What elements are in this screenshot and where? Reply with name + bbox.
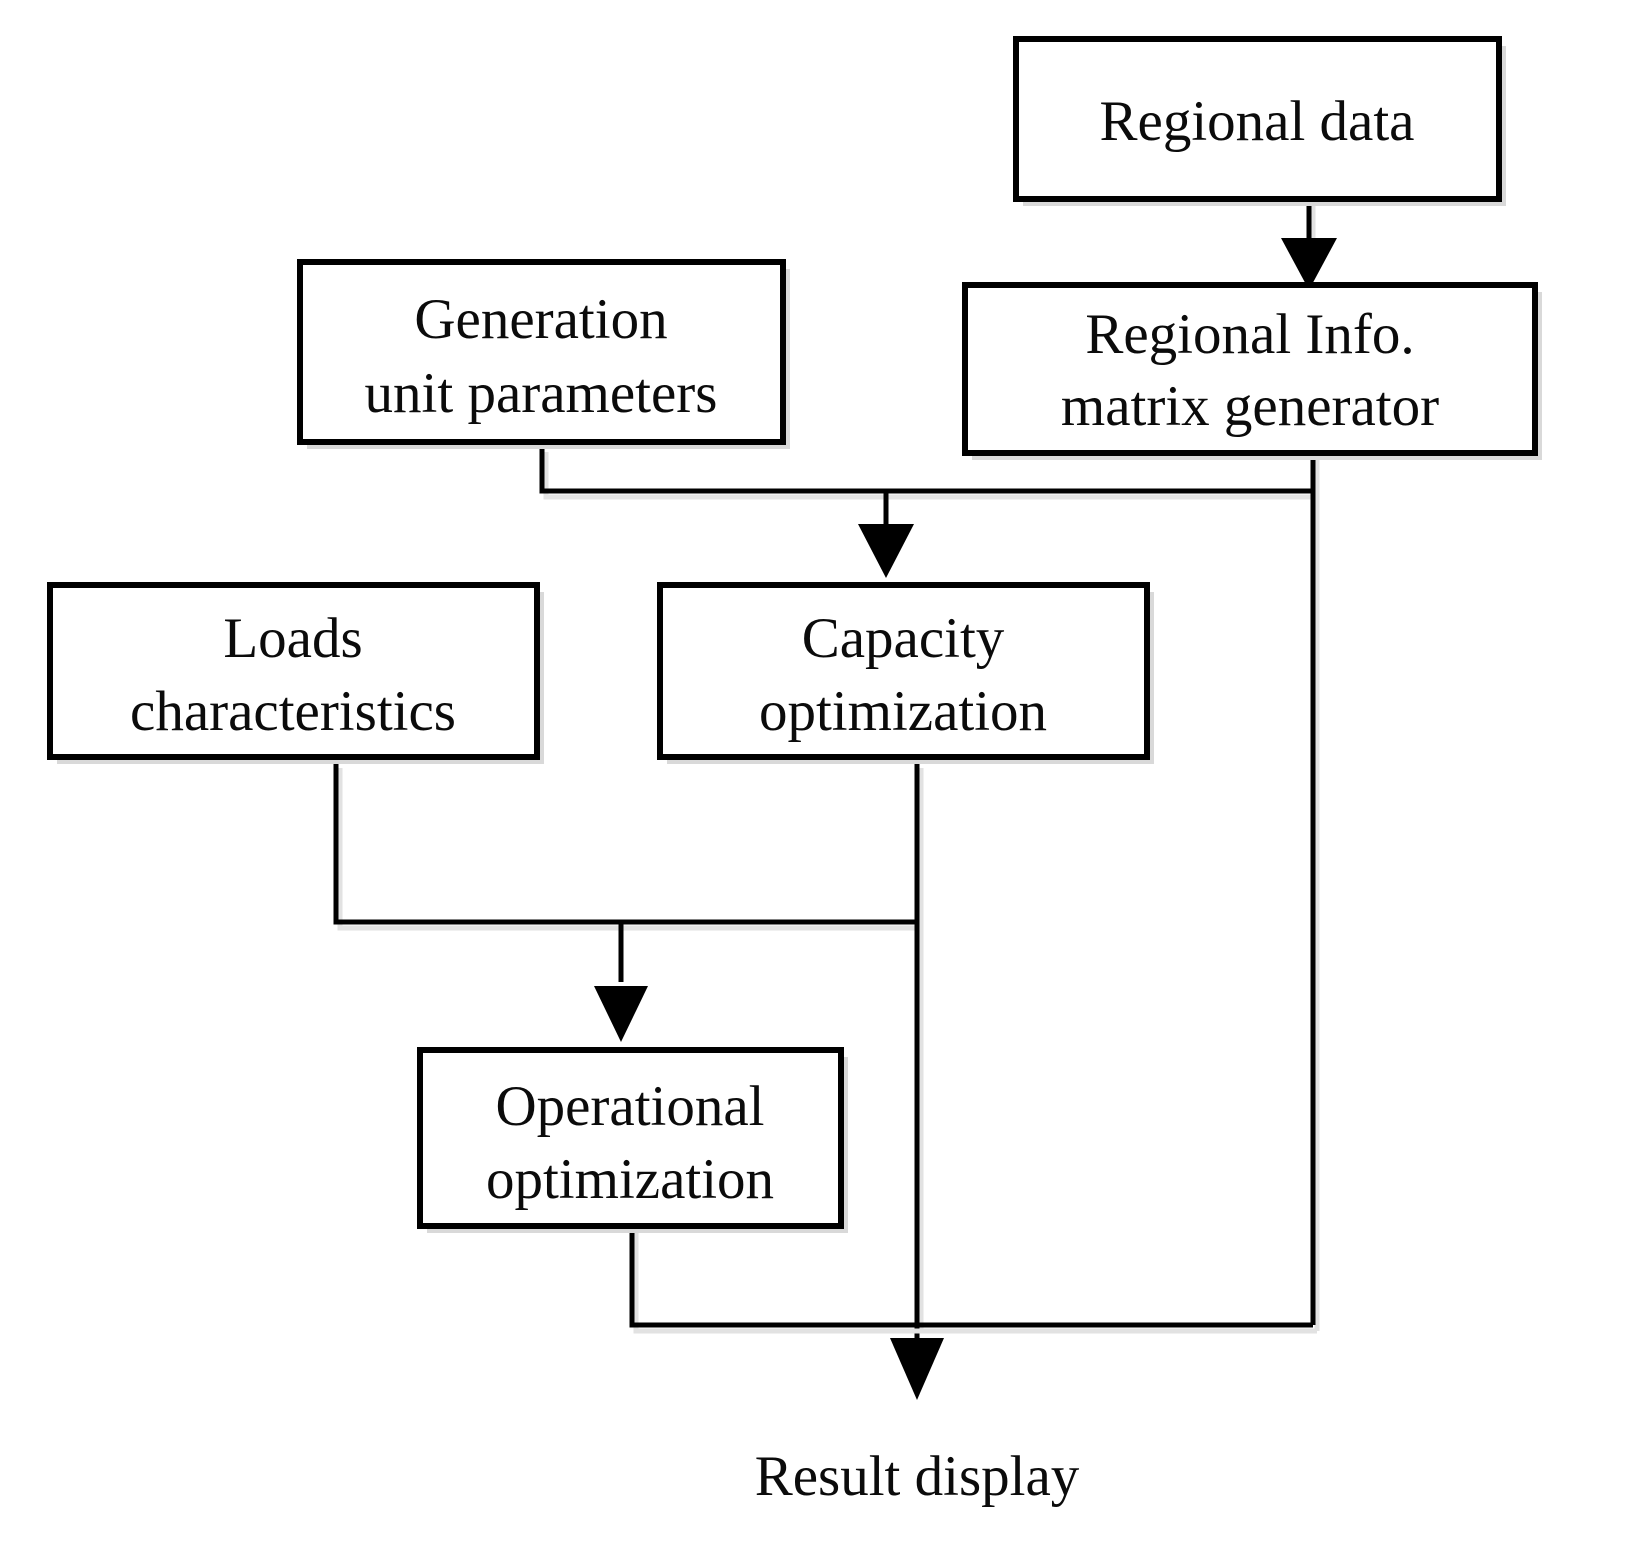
node-result-display: Result display <box>755 1445 1080 1508</box>
node-loads-line1: Loads <box>223 607 362 670</box>
edge-operational-to-result-bus <box>629 1227 1317 1334</box>
node-generation-line2: unit parameters <box>365 362 718 425</box>
node-operational-line1: Operational <box>495 1075 764 1138</box>
node-loads-characteristics[interactable]: Loads characteristics <box>47 582 544 764</box>
edge-regional-data-to-regional-info <box>1281 200 1337 290</box>
node-generation-unit-parameters[interactable]: Generation unit parameters <box>297 259 790 449</box>
node-regional-info-matrix-generator[interactable]: Regional Info. matrix generator <box>962 282 1542 460</box>
node-regional-data-label: Regional data <box>1100 90 1415 153</box>
edge-loads-to-operational <box>333 762 921 1042</box>
edge-capacity-to-result <box>890 762 944 1400</box>
edge-regional-info-to-result-bus <box>1310 449 1320 1331</box>
node-capacity-optimization[interactable]: Capacity optimization <box>657 582 1154 764</box>
node-capacity-line1: Capacity <box>802 607 1005 670</box>
node-regional-info-line2: matrix generator <box>1061 375 1439 438</box>
node-result-display-label: Result display <box>755 1445 1080 1508</box>
node-operational-optimization[interactable]: Operational optimization <box>417 1047 848 1233</box>
node-loads-line2: characteristics <box>130 680 456 743</box>
node-operational-line2: optimization <box>486 1148 774 1211</box>
node-regional-data[interactable]: Regional data <box>1013 36 1506 206</box>
edge-generation-to-capacity <box>539 446 1317 578</box>
node-capacity-line2: optimization <box>759 680 1047 743</box>
node-generation-line1: Generation <box>414 288 667 351</box>
node-regional-info-line1: Regional Info. <box>1085 303 1414 366</box>
